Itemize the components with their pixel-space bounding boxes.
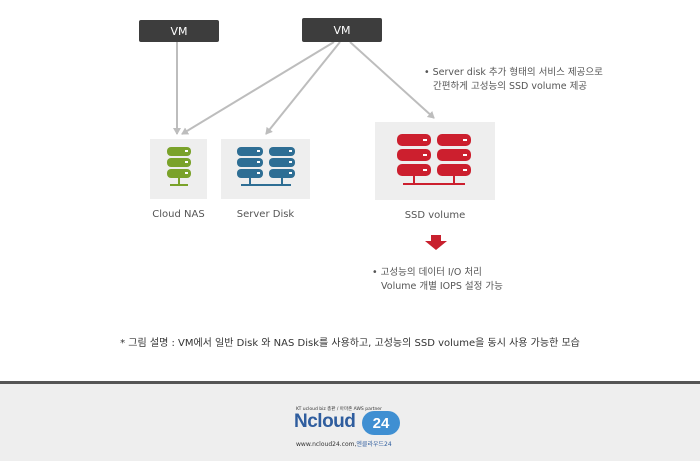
cloud-nas-panel xyxy=(150,139,207,199)
footer: KT ucloud biz 총판 / 아마존 AWS partner Nclou… xyxy=(0,381,700,461)
database-icon xyxy=(167,147,191,186)
cloud-nas-label: Cloud NAS xyxy=(152,209,205,220)
vm-label: VM xyxy=(333,23,351,37)
ssd-service-note: • Server disk 추가 형태의 서비스 제공으로 간편하게 고성능의 … xyxy=(424,66,603,94)
arrow-vm-right-to-server xyxy=(265,41,341,135)
vm-box-left: VM xyxy=(139,20,219,42)
logo-url: www.ncloud24.com,엔클라우드24 xyxy=(296,439,392,448)
down-arrow-icon xyxy=(425,235,447,250)
url-text: www.ncloud24.com, xyxy=(296,441,357,448)
arrow-vm-right-to-ssd xyxy=(349,41,435,119)
url-korean: 엔클라우드24 xyxy=(356,441,392,448)
note-line: 간편하게 고성능의 SSD volume 제공 xyxy=(433,81,588,92)
figure-caption: * 그림 설명 : VM에서 일반 Disk 와 NAS Disk를 사용하고,… xyxy=(120,338,580,349)
vm-label: VM xyxy=(170,24,188,38)
database-icon xyxy=(397,134,471,185)
database-icon xyxy=(237,147,295,186)
ssd-volume-panel xyxy=(375,122,495,200)
logo-brand: Ncloud xyxy=(294,411,356,432)
server-disk-panel xyxy=(221,139,310,199)
logo-tagline: KT ucloud biz 총판 / 아마존 AWS partner xyxy=(296,407,382,412)
note-line: • Server disk 추가 형태의 서비스 제공으로 xyxy=(424,67,603,78)
note-line: • 고성능의 데이터 I/O 처리 xyxy=(372,267,482,278)
ssd-volume-label: SSD volume xyxy=(404,210,466,221)
vm-box-right: VM xyxy=(302,18,382,42)
server-disk-label: Server Disk xyxy=(236,209,295,220)
note-line: Volume 개별 IOPS 설정 가능 xyxy=(381,281,503,292)
arrow-vm-right-to-nas xyxy=(181,41,335,135)
performance-note: • 고성능의 데이터 I/O 처리 Volume 개별 IOPS 설정 가능 xyxy=(372,266,503,294)
logo-badge: 24 xyxy=(362,411,400,435)
